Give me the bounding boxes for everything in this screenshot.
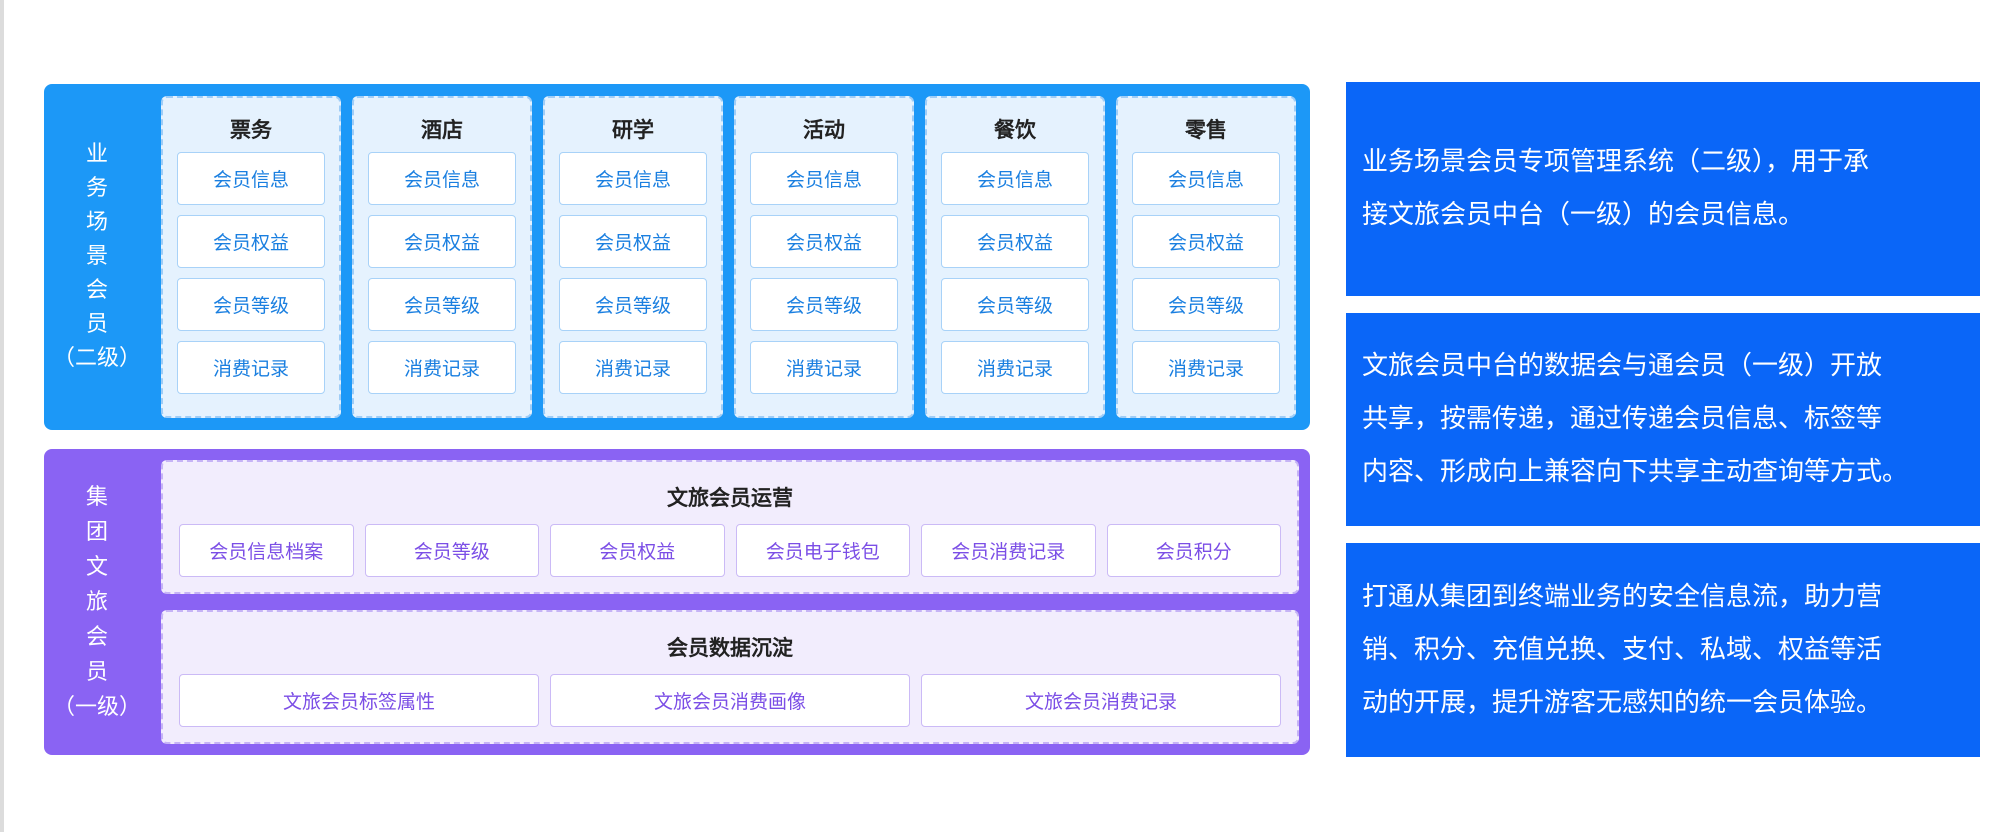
sedimentation-item: 文旅会员消费画像 [550,674,910,727]
business-scene-member-block: 业 务 场 景 会 员 （二级） 票务 会员信息 会员权益 会员等级 消费记录 … [44,84,1310,430]
operations-item: 会员消费记录 [921,524,1096,577]
scene-item: 消费记录 [941,341,1089,394]
panel-title: 文旅会员运营 [667,486,793,510]
label-level: （二级） [52,346,141,371]
label-char: 员 [85,659,108,685]
scene-title: 零售 [1185,118,1227,142]
operations-item: 会员权益 [550,524,725,577]
scene-title: 票务 [230,118,272,142]
scene-column-activity: 活动 会员信息 会员权益 会员等级 消费记录 [734,96,914,418]
scene-item: 会员等级 [177,278,325,331]
scene-item: 会员等级 [750,278,898,331]
business-block-label: 业 务 场 景 会 员 （二级） [44,84,150,430]
scene-item: 会员权益 [941,215,1089,268]
label-char: 景 [85,244,108,269]
label-char: 务 [85,176,108,201]
scene-item: 会员等级 [368,278,516,331]
label-char: 业 [85,142,108,167]
scene-item: 会员等级 [941,278,1089,331]
label-char: 集 [85,484,108,510]
scene-item: 消费记录 [559,341,707,394]
scene-column-study-tour: 研学 会员信息 会员权益 会员等级 消费记录 [543,96,723,418]
scene-title: 研学 [612,118,654,142]
scene-column-ticketing: 票务 会员信息 会员权益 会员等级 消费记录 [161,96,341,418]
scene-item: 会员信息 [177,152,325,205]
note-box-1: 业务场景会员专项管理系统（二级），用于承 接文旅会员中台（一级）的会员信息。 [1346,82,1980,296]
operations-item: 会员等级 [364,524,539,577]
label-char: 场 [85,210,108,235]
scene-item: 会员等级 [559,278,707,331]
scene-item: 消费记录 [177,341,325,394]
member-data-sedimentation-panel: 会员数据沉淀 文旅会员标签属性 文旅会员消费画像 文旅会员消费记录 [161,610,1299,744]
member-operations-panel: 文旅会员运营 会员信息档案 会员等级 会员权益 会员电子钱包 会员消费记录 会员… [161,460,1299,594]
scene-title: 酒店 [421,118,463,142]
scene-item: 会员权益 [368,215,516,268]
scene-item: 会员等级 [1132,278,1280,331]
scene-item: 会员信息 [1132,152,1280,205]
label-char: 会 [85,278,108,303]
scene-item: 会员信息 [559,152,707,205]
sedimentation-items: 文旅会员标签属性 文旅会员消费画像 文旅会员消费记录 [179,674,1281,727]
note-box-2: 文旅会员中台的数据会与通会员（一级）开放 共享，按需传递，通过传递会员信息、标签… [1346,313,1980,526]
scene-item: 会员权益 [177,215,325,268]
scene-column-hotel: 酒店 会员信息 会员权益 会员等级 消费记录 [352,96,532,418]
note-text: 文旅会员中台的数据会与通会员（一级）开放 共享，按需传递，通过传递会员信息、标签… [1362,351,1909,487]
scene-item: 会员信息 [750,152,898,205]
scene-columns: 票务 会员信息 会员权益 会员等级 消费记录 酒店 会员信息 会员权益 会员等级… [161,96,1296,418]
operations-item: 会员信息档案 [179,524,354,577]
sedimentation-item: 文旅会员标签属性 [179,674,539,727]
scene-item: 会员权益 [1132,215,1280,268]
scene-item: 消费记录 [750,341,898,394]
label-char: 文 [85,554,108,580]
scene-title: 活动 [803,118,845,142]
scene-item: 会员权益 [559,215,707,268]
sedimentation-item: 文旅会员消费记录 [921,674,1281,727]
panel-title: 会员数据沉淀 [667,636,793,660]
operations-item: 会员电子钱包 [735,524,910,577]
group-block-label: 集 团 文 旅 会 员 （一级） [44,449,150,755]
left-border [0,0,4,832]
note-box-3: 打通从集团到终端业务的安全信息流，助力营 销、积分、充值兑换、支付、私域、权益等… [1346,543,1980,757]
scene-title: 餐饮 [994,118,1036,142]
label-char: 旅 [85,589,108,615]
label-level: （一级） [52,694,141,720]
scene-column-retail: 零售 会员信息 会员权益 会员等级 消费记录 [1116,96,1296,418]
group-member-block: 集 团 文 旅 会 员 （一级） 文旅会员运营 会员信息档案 会员等级 会员权益… [44,449,1310,755]
label-char: 员 [85,312,108,337]
note-text: 打通从集团到终端业务的安全信息流，助力营 销、积分、充值兑换、支付、私域、权益等… [1362,581,1883,718]
scene-item: 消费记录 [368,341,516,394]
scene-item: 消费记录 [1132,341,1280,394]
scene-item: 会员信息 [368,152,516,205]
scene-column-catering: 餐饮 会员信息 会员权益 会员等级 消费记录 [925,96,1105,418]
scene-item: 会员信息 [941,152,1089,205]
scene-item: 会员权益 [750,215,898,268]
label-char: 团 [85,519,108,545]
label-char: 会 [85,624,108,650]
note-text: 业务场景会员专项管理系统（二级），用于承 接文旅会员中台（一级）的会员信息。 [1362,147,1870,230]
operations-item: 会员积分 [1106,524,1281,577]
operations-items: 会员信息档案 会员等级 会员权益 会员电子钱包 会员消费记录 会员积分 [179,524,1281,577]
